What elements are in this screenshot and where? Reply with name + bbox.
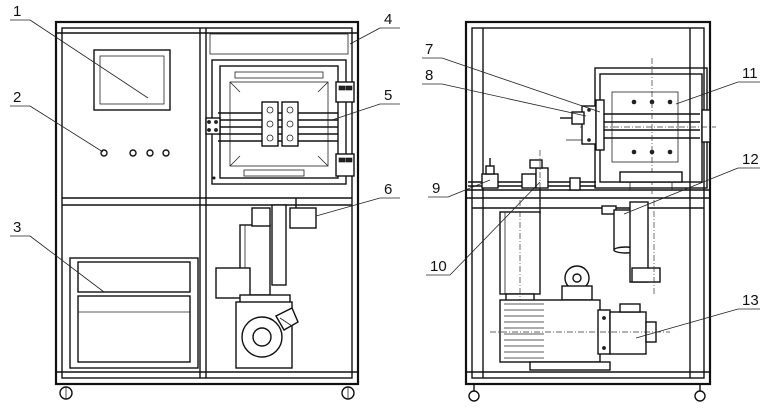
callout-6: 6 — [384, 181, 392, 198]
flange-feedthrough — [560, 99, 605, 151]
callout-13: 13 — [742, 292, 759, 309]
actuator-side — [601, 200, 661, 296]
control-screen — [93, 49, 171, 111]
callouts: 1 2 3 4 5 6 7 8 9 10 — [10, 3, 760, 339]
callout-2: 2 — [13, 89, 21, 106]
callout-10: 10 — [430, 258, 447, 275]
callout-7: 7 — [425, 41, 433, 58]
vacuum-column — [499, 200, 541, 303]
furnace-front — [205, 59, 355, 185]
front-view — [54, 20, 360, 400]
small-pump — [561, 265, 593, 301]
side-frame-outer — [464, 20, 712, 386]
side-view — [464, 20, 716, 402]
callout-11: 11 — [742, 65, 758, 82]
callout-5: 5 — [384, 87, 392, 104]
callout-9: 9 — [432, 180, 440, 197]
callout-12: 12 — [742, 151, 759, 168]
pump-assembly-front — [215, 198, 317, 369]
side-casters — [468, 384, 706, 402]
callout-1: 1 — [13, 3, 21, 20]
front-frame-outer — [54, 20, 360, 386]
callout-4: 4 — [384, 11, 392, 28]
gas-line-valves — [468, 150, 596, 234]
furnace-chamber-side — [580, 58, 716, 194]
callout-8: 8 — [425, 67, 433, 84]
storage-drawer — [69, 257, 199, 369]
panel-buttons — [100, 149, 170, 157]
callout-3: 3 — [13, 219, 21, 236]
vacuum-pump-body — [490, 299, 670, 371]
front-casters — [59, 386, 355, 400]
